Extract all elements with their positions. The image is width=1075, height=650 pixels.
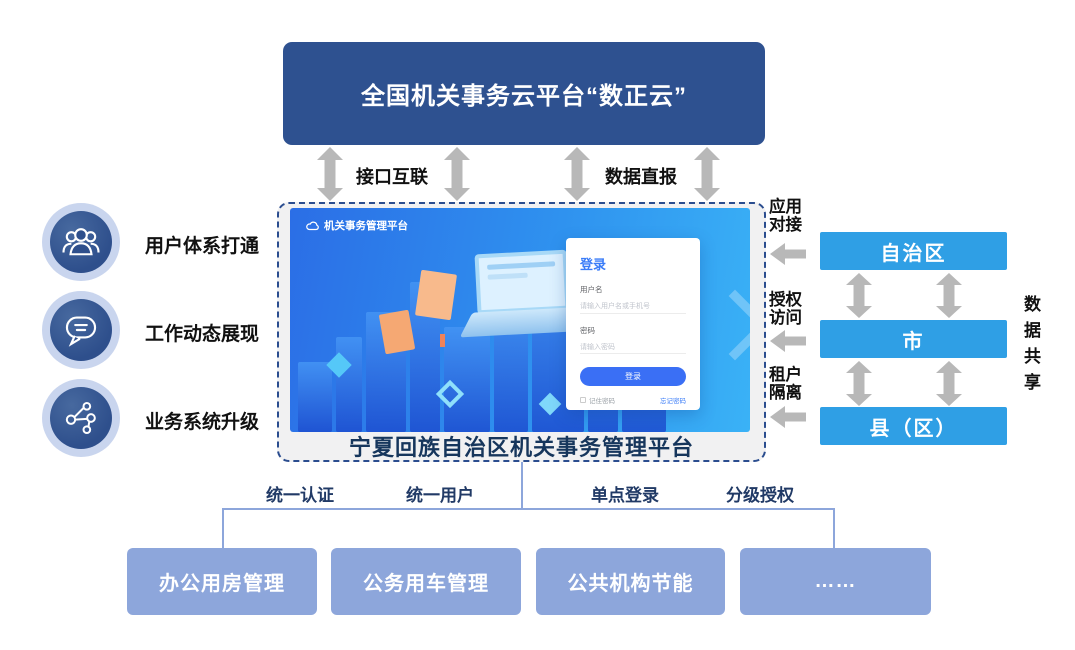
connector-line [222,508,224,548]
module-label: 公共机构节能 [567,573,694,595]
module-box-energy: 公共机构节能 [536,548,725,615]
data-share-label: 数据共享 [1021,295,1040,399]
app-connect-label: 应用 对接 [769,198,802,235]
region-box-autonomous: 自治区 [820,232,1007,270]
feature-circle-chat [42,291,120,369]
region-label: 县（区） [869,417,958,440]
national-cloud-banner: 全国机关事务云平台“数正云” [283,42,765,145]
left-arrow-icon [770,330,806,352]
tower-shape [336,337,362,432]
region-box-city: 市 [820,320,1007,358]
region-label: 自治区 [880,242,947,265]
module-box-housing: 办公用房管理 [127,548,317,615]
module-label: 办公用房管理 [159,573,285,595]
double-arrow-icon [936,361,962,406]
laptop-screen-shape [474,249,570,315]
double-arrow-icon [694,147,720,201]
users-icon [50,211,112,273]
remember-label: 记住密码 [589,398,615,405]
login-button[interactable]: 登录 [580,367,686,386]
chevron-right-icon [699,289,750,361]
auth-access-label: 授权 访问 [769,291,802,328]
connector-line [833,508,835,548]
screenshot-logo: 机关事务管理平台 [306,218,408,233]
sso-label-grade: 分级授权 [726,486,794,505]
forgot-password-link[interactable]: 忘记密码 [660,398,686,405]
chat-icon [50,299,112,361]
sso-label-user: 统一用户 [406,486,474,505]
password-input[interactable] [580,341,686,354]
cloud-icon [306,221,319,230]
double-arrow-icon [846,273,872,318]
feature-circle-network [42,379,120,457]
module-label: 公务用车管理 [363,573,489,595]
region-label: 市 [902,330,925,353]
left-arrow-icon [770,243,806,265]
banner-title: 全国机关事务云平台“数正云” [361,83,687,110]
module-box-more: …… [740,548,931,615]
login-title: 登录 [580,257,607,272]
person-shape [440,334,445,347]
feature-circle-users [42,203,120,281]
double-arrow-icon [936,273,962,318]
tower-shape [444,327,490,432]
login-screenshot: 机关事务管理平台 登录 用户名 密码 登录 记住密码 忘记密码 [290,208,750,432]
tower-shape [298,362,332,432]
password-label: 密码 [580,325,595,335]
remember-password[interactable]: 记住密码 [580,395,615,405]
feature-label-dynamics: 工作动态展现 [145,324,260,345]
remember-checkbox[interactable] [580,397,586,403]
username-input[interactable] [580,300,686,314]
module-box-vehicle: 公务用车管理 [331,548,521,615]
network-icon [50,387,112,449]
double-arrow-icon [317,147,343,201]
double-arrow-icon [444,147,470,201]
screenshot-logo-text: 机关事务管理平台 [324,220,408,232]
username-label: 用户名 [580,285,603,294]
platform-caption: 宁夏回族自治区机关事务管理平台 [348,435,694,460]
orange-panel-shape [414,269,458,321]
module-label: …… [814,570,857,592]
data-report-label: 数据直报 [605,167,677,187]
sso-label-auth: 统一认证 [266,486,334,505]
left-arrow-icon [770,406,806,428]
double-arrow-icon [564,147,590,201]
interface-link-label: 接口互联 [356,167,428,187]
feature-label-users: 用户体系打通 [145,236,260,257]
tenant-isolation-label: 租户 隔离 [769,366,802,403]
sso-label-sso: 单点登录 [591,486,659,505]
feature-label-upgrade: 业务系统升级 [145,412,260,433]
connector-line [521,462,523,509]
double-arrow-icon [846,361,872,406]
login-card: 登录 用户名 密码 登录 记住密码 忘记密码 [566,238,700,410]
connector-line [222,508,835,510]
region-box-county: 县（区） [820,407,1007,445]
